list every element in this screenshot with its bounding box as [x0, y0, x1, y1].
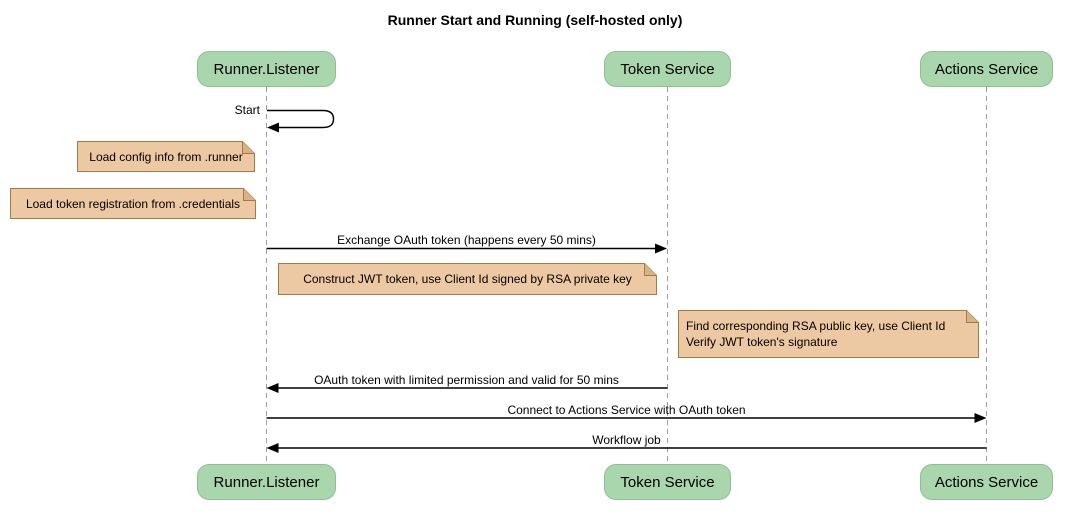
participant-token-service-top: Token Service — [604, 51, 731, 87]
message-label-oauth-return: OAuth token with limited permission and … — [314, 373, 619, 387]
participant-label: Runner.Listener — [213, 473, 320, 491]
note-shape-load-token — [10, 188, 256, 219]
note-construct-jwt: Construct JWT token, use Client Id signe… — [303, 272, 632, 286]
message-label-connect: Connect to Actions Service with OAuth to… — [507, 403, 746, 417]
note-find-rsa-line1: Find corresponding RSA public key, use C… — [686, 319, 946, 333]
self-message-start-label: Start — [234, 103, 260, 117]
self-message-start-arrow — [267, 109, 335, 133]
participant-actions-service-bottom: Actions Service — [920, 464, 1053, 500]
participant-label: Actions Service — [934, 60, 1039, 78]
note-shape-load-config — [77, 141, 255, 172]
message-arrow-oauth-return — [266, 383, 668, 393]
message-label-exchange: Exchange OAuth token (happens every 50 m… — [337, 233, 596, 247]
participant-label: Token Service — [620, 473, 715, 491]
message-arrow-connect — [266, 413, 987, 423]
participant-token-service-bottom: Token Service — [604, 464, 731, 500]
participant-runner-listener-bottom: Runner.Listener — [197, 464, 336, 500]
note-find-rsa-line2: Verify JWT token's signature — [686, 335, 838, 349]
participant-runner-listener-top: Runner.Listener — [197, 51, 336, 87]
note-find-rsa: Find corresponding RSA public key, use C… — [686, 318, 945, 350]
participant-label: Runner.Listener — [213, 60, 320, 78]
note-shape-find-rsa — [678, 310, 979, 358]
participant-label: Actions Service — [934, 473, 1039, 491]
note-load-config: Load config info from .runner — [89, 149, 243, 164]
note-load-token: Load token registration from .credential… — [25, 196, 241, 211]
diagram-title: Runner Start and Running (self-hosted on… — [387, 12, 683, 28]
participant-actions-service-top: Actions Service — [920, 51, 1053, 87]
message-arrow-workflow — [266, 443, 987, 453]
note-shape-construct-jwt — [278, 263, 657, 295]
participant-label: Token Service — [620, 60, 715, 78]
message-arrow-exchange — [266, 243, 667, 254]
message-label-workflow: Workflow job — [592, 433, 661, 447]
